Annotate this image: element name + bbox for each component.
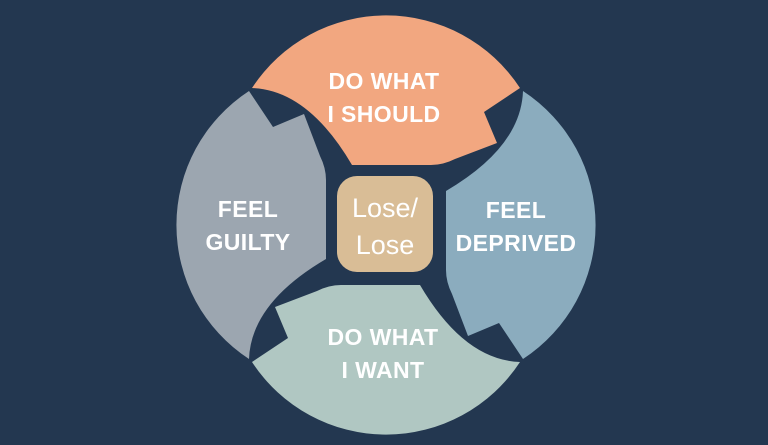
center-lose-lose-box <box>337 176 433 272</box>
